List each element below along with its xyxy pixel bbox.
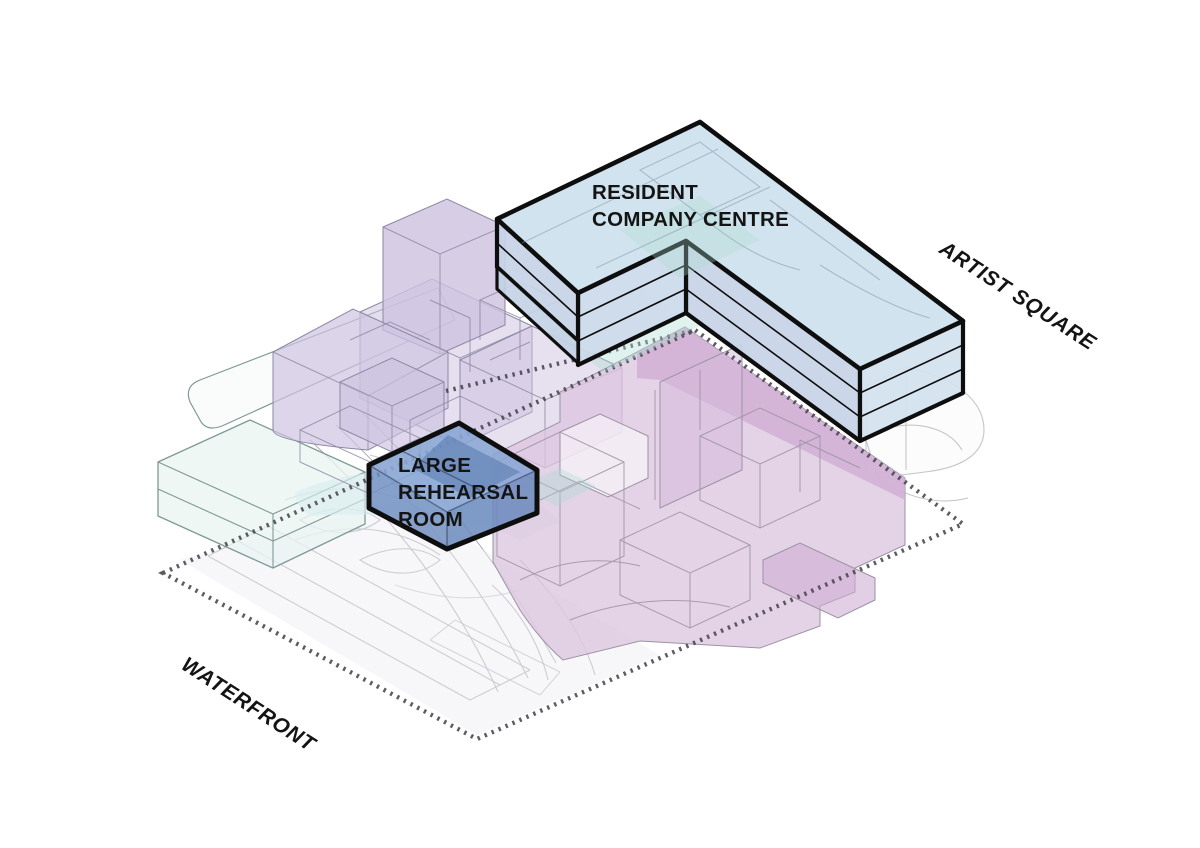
label-waterfront: WATERFRONT (177, 653, 320, 757)
boundary-parallelogram (158, 327, 968, 742)
blue-roof (494, 119, 966, 372)
label-resident-line2: COMPANY CENTRE (592, 208, 789, 231)
resident-company-centre-building (494, 119, 966, 444)
rehearsal-front-right-face (447, 470, 537, 549)
purple-massing-cluster (272, 198, 623, 495)
teal-slab-box (157, 419, 366, 569)
blue-end-floorlines (859, 344, 964, 418)
ground-tint (180, 500, 660, 735)
blue-roof-mint-tint (620, 196, 760, 278)
rehearsal-inner-edges (368, 449, 538, 549)
label-rehearsal-line3: ROOM (398, 508, 463, 531)
label-rehearsal-line1: LARGE (398, 454, 471, 477)
site-boundary-dotted (158, 327, 968, 742)
blue-se-floorlines (685, 264, 861, 418)
rehearsal-front-left-face (369, 465, 447, 549)
purple-box-front-edges (339, 381, 445, 452)
label-resident-line1: RESIDENT (592, 181, 698, 204)
blue-left-arm-floorline (496, 242, 579, 318)
site-ramp-lines (429, 619, 561, 696)
pink-massing-cluster (492, 326, 906, 661)
pink-white-room (559, 413, 649, 498)
large-rehearsal-room-massing (366, 420, 540, 552)
blue-roof-seethrough-lines (521, 141, 931, 319)
blue-step-slab (495, 265, 580, 365)
rehearsal-outline (366, 420, 540, 552)
rehearsal-top-inner-shape (412, 435, 520, 498)
pink-detached-slab (762, 542, 876, 619)
blue-notch-floorlines (577, 264, 687, 342)
site-ramp-lines (207, 525, 531, 701)
pink-slab-inner (659, 343, 743, 509)
pink-wireframe-rooms (496, 370, 861, 629)
label-rehearsal-line2: REHEARSAL (398, 481, 528, 504)
